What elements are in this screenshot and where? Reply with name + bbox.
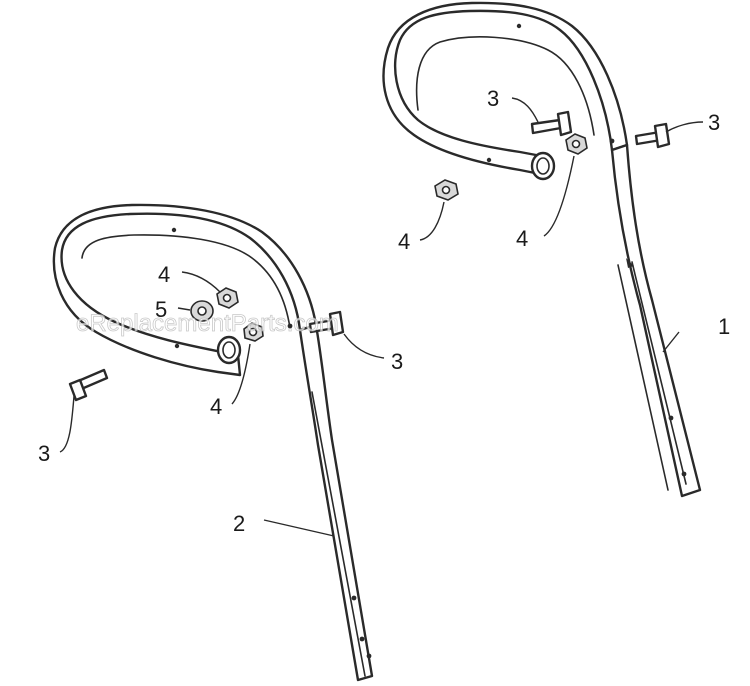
- callout-bolt-mid: 3: [391, 349, 403, 374]
- callout-part-2: 2: [233, 511, 245, 536]
- callout-bolt-top-left: 3: [487, 86, 499, 111]
- leader-lines: [59, 97, 704, 537]
- nut-upper-left: [216, 287, 239, 309]
- watermark-text: eReplacementParts.com: [76, 310, 339, 337]
- handle-part-2: [52, 203, 374, 682]
- callout-bolt-left: 3: [38, 441, 50, 466]
- callout-washer-left: 5: [155, 297, 167, 322]
- bolt-left: [68, 368, 109, 402]
- callout-nut-lower-left: 4: [210, 394, 222, 419]
- callout-nut-upper-left: 4: [158, 262, 170, 287]
- bolt-top-left: [530, 110, 573, 137]
- callout-nut-loose-top: 4: [398, 229, 410, 254]
- nut-top-handle: [565, 133, 588, 155]
- callout-bolt-top-right: 3: [708, 110, 720, 135]
- washer-left: [190, 300, 214, 322]
- bolt-top-right: [634, 122, 671, 149]
- callout-part-1: 1: [718, 314, 730, 339]
- callout-nut-top-handle: 4: [516, 226, 528, 251]
- handle-part-1: [382, 1, 702, 498]
- bolt-mid: [308, 310, 345, 337]
- nut-lower-left: [243, 322, 264, 342]
- nut-loose-top: [434, 179, 459, 201]
